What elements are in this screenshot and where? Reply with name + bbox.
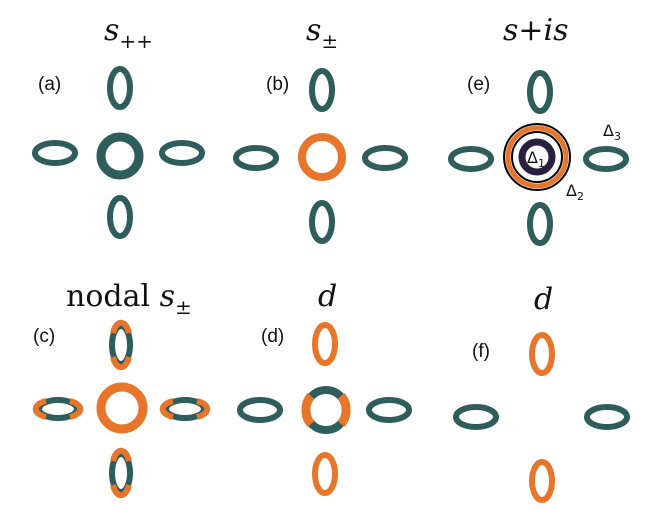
d-lobe-left-upper <box>301 393 315 411</box>
electron-pocket-left-b <box>233 145 279 171</box>
electron-pocket-bottom-c <box>109 451 133 495</box>
label-f: (f) <box>472 341 490 362</box>
electron-pocket-left-a <box>32 140 78 166</box>
electron-pocket-right-a <box>159 140 205 166</box>
nodal-cap-bottom-c-1 <box>110 447 132 462</box>
nodal-cap-left-c-2 <box>69 398 84 420</box>
label-b: (b) <box>266 74 289 95</box>
hole-pocket-d <box>302 386 350 434</box>
nodal-cap-left-c-1 <box>32 398 47 420</box>
nodal-cap-right-c-2 <box>196 398 211 420</box>
orange-ring-e <box>505 125 569 189</box>
label-c: (c) <box>33 326 55 347</box>
nodal-cap-right-c-1 <box>159 398 174 420</box>
inner-outline-e <box>511 131 563 183</box>
panel-e <box>448 70 629 246</box>
electron-pocket-right-b <box>362 145 408 171</box>
electron-pocket-bottom-f <box>529 459 555 503</box>
label-d: (d) <box>261 326 284 347</box>
nodal-cap-bottom-c-2 <box>110 484 132 499</box>
electron-pocket-top-e <box>527 70 553 114</box>
title-f: d <box>534 282 553 317</box>
panel-c <box>32 319 211 499</box>
nodal-cap-top-c-1 <box>110 319 132 334</box>
electron-pocket-top-d <box>312 322 338 366</box>
title-e: s+is <box>503 13 569 48</box>
electron-pocket-right-c <box>163 397 207 421</box>
panel-f <box>453 332 630 503</box>
electron-pocket-top-a <box>107 66 133 110</box>
title-b: s± <box>306 13 338 53</box>
label-e: (e) <box>467 74 490 95</box>
electron-pocket-left-d <box>237 397 283 423</box>
outer-ring-outline-e <box>503 123 571 191</box>
gap-label-delta2: Δ2 <box>566 181 584 203</box>
dark-ring-e <box>518 138 556 176</box>
electron-pocket-right-f <box>584 404 630 430</box>
d-lobe-right-lower <box>337 409 351 427</box>
gap-label-delta1: Δ1 <box>527 148 545 170</box>
electron-pocket-top-c <box>109 323 133 367</box>
electron-pocket-bottom-a <box>107 195 133 239</box>
hole-pocket-c <box>96 382 148 434</box>
hole-pocket-b <box>298 133 346 181</box>
panel-b <box>233 68 408 244</box>
nodal-cap-top-c-2 <box>110 356 132 371</box>
electron-pocket-right-d <box>366 397 412 423</box>
electron-pocket-bottom-b <box>309 200 335 244</box>
d-lobe-right-upper <box>337 393 351 411</box>
white-gap-ring-e <box>515 135 559 179</box>
panel-d <box>237 322 412 496</box>
panel-a <box>32 66 205 239</box>
title-d: d <box>318 279 337 314</box>
label-a: (a) <box>38 74 61 95</box>
hole-pocket-a <box>96 132 144 180</box>
electron-pocket-left-c <box>36 397 80 421</box>
electron-pocket-bottom-e <box>527 202 553 246</box>
title-a: s++ <box>104 13 153 53</box>
electron-pocket-top-b <box>309 68 335 112</box>
electron-pocket-top-f <box>529 332 555 376</box>
electron-pocket-left-f <box>453 404 499 430</box>
d-lobe-left-lower <box>301 409 315 427</box>
electron-pocket-right-e <box>583 146 629 172</box>
title-c: nodal s± <box>66 279 192 319</box>
electron-pocket-left-e <box>448 146 494 172</box>
electron-pocket-bottom-d <box>312 452 338 496</box>
gap-label-delta3: Δ3 <box>603 121 621 143</box>
